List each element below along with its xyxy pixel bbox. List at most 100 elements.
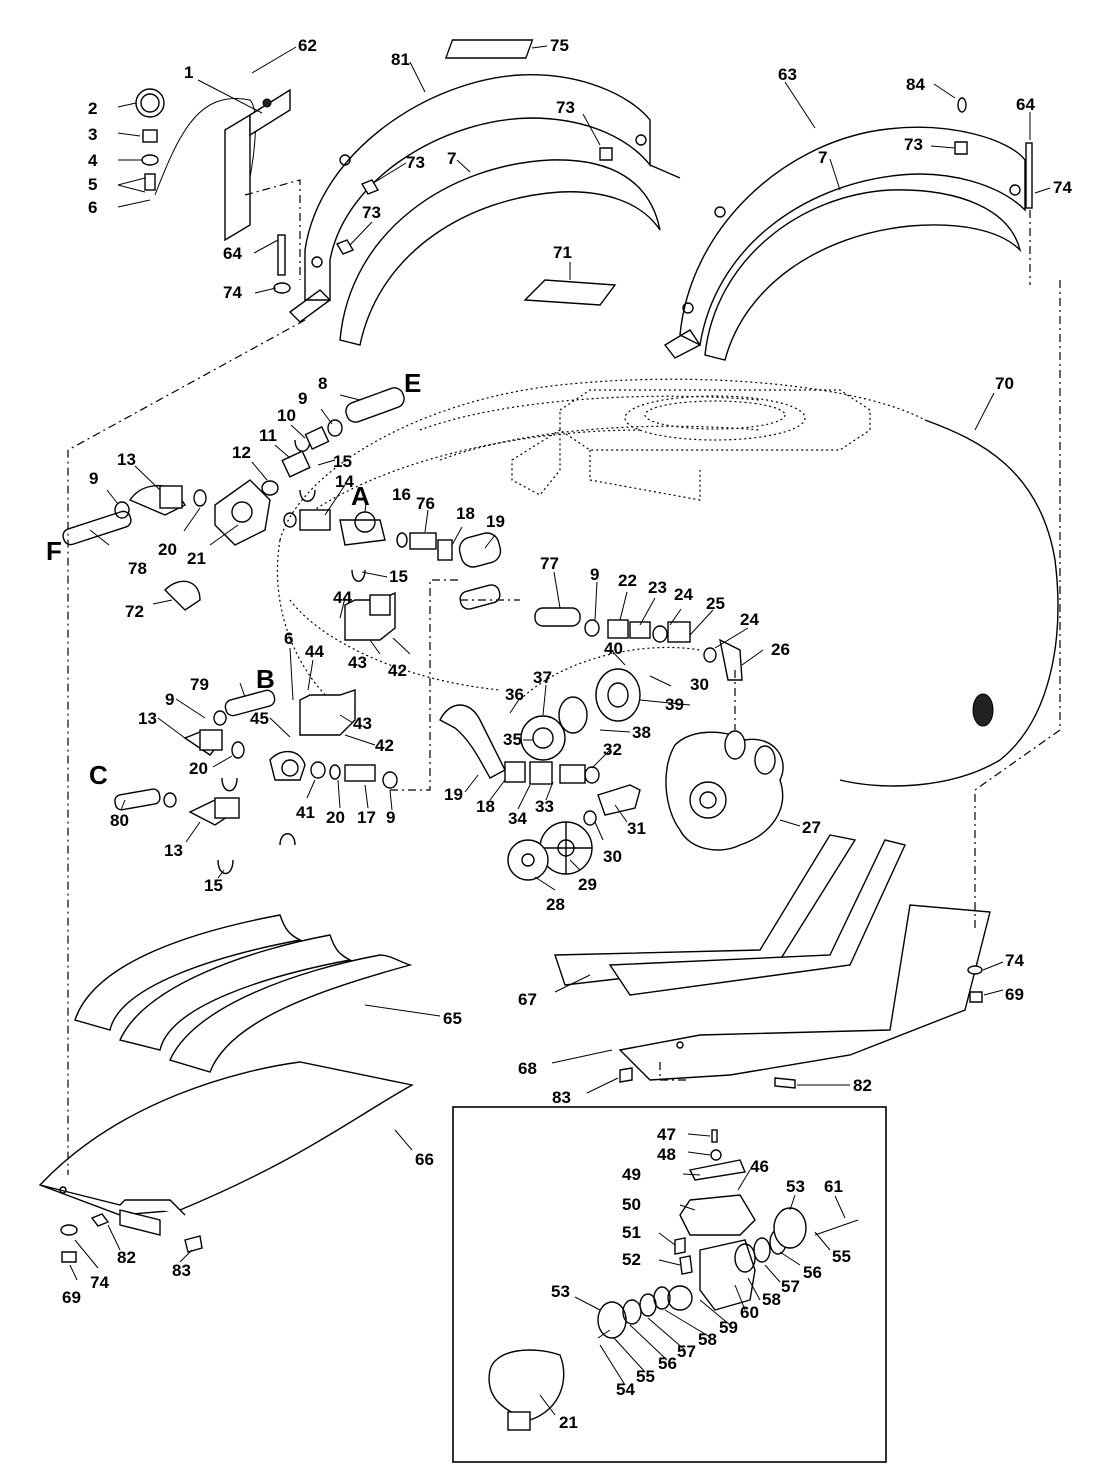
callout-33: 33 <box>535 797 554 816</box>
callout-67: 67 <box>518 990 537 1009</box>
callout-81: 81 <box>391 50 410 69</box>
callout-4: 4 <box>88 151 98 170</box>
callout-56: 56 <box>658 1354 677 1373</box>
tank-70 <box>276 378 1059 787</box>
callout-30: 30 <box>690 675 709 694</box>
callout-60: 60 <box>740 1303 759 1322</box>
callout-22: 22 <box>618 571 637 590</box>
callout-77: 77 <box>540 554 559 573</box>
callout-19: 19 <box>486 512 505 531</box>
callout-83: 83 <box>172 1261 191 1280</box>
callout-9: 9 <box>386 808 395 827</box>
callout-32: 32 <box>603 740 622 759</box>
callout-20: 20 <box>326 808 345 827</box>
callout-83: 83 <box>552 1088 571 1107</box>
callout-64: 64 <box>223 244 242 263</box>
callout-6: 6 <box>284 629 293 648</box>
callout-15: 15 <box>389 567 408 586</box>
callout-71: 71 <box>553 243 572 262</box>
callout-64: 64 <box>1016 95 1035 114</box>
callout-13: 13 <box>164 841 183 860</box>
fender-81 <box>288 74 681 323</box>
callout-20: 20 <box>158 540 177 559</box>
callout-2: 2 <box>88 99 97 118</box>
callout-44: 44 <box>305 642 324 661</box>
callout-3: 3 <box>88 125 97 144</box>
callout-16: 16 <box>392 485 411 504</box>
callout-48: 48 <box>657 1145 676 1164</box>
callout-47: 47 <box>657 1125 676 1144</box>
callout-80: 80 <box>110 811 129 830</box>
callout-78: 78 <box>128 559 147 578</box>
callout-73: 73 <box>556 98 575 117</box>
callout-39: 39 <box>665 695 684 714</box>
callout-5: 5 <box>88 175 97 194</box>
section-letter-A: A <box>351 481 370 511</box>
callout-37: 37 <box>533 668 552 687</box>
callout-46: 46 <box>750 1157 769 1176</box>
callout-31: 31 <box>627 819 646 838</box>
callout-69: 69 <box>62 1288 81 1307</box>
frame-68 <box>618 904 991 1081</box>
callout-70: 70 <box>995 374 1014 393</box>
callout-57: 57 <box>781 1277 800 1296</box>
callout-10: 10 <box>277 406 296 425</box>
callout-17: 17 <box>357 808 376 827</box>
callout-9: 9 <box>590 565 599 584</box>
plumbing-lower <box>114 668 784 881</box>
callout-19: 19 <box>444 785 463 804</box>
fender-63 <box>663 126 1026 359</box>
callout-7: 7 <box>818 148 827 167</box>
fender-7-left <box>339 159 661 346</box>
callout-43: 43 <box>348 653 367 672</box>
callout-44: 44 <box>333 588 352 607</box>
callout-15: 15 <box>333 452 352 471</box>
callout-9: 9 <box>165 690 174 709</box>
callout-41: 41 <box>296 803 315 822</box>
callout-24: 24 <box>674 585 693 604</box>
callout-74: 74 <box>223 283 242 302</box>
callout-74: 74 <box>1053 178 1072 197</box>
crossmember-67 <box>554 834 906 996</box>
callout-82: 82 <box>853 1076 872 1095</box>
callout-21: 21 <box>559 1413 578 1432</box>
callout-73: 73 <box>904 135 923 154</box>
callout-11: 11 <box>259 426 277 445</box>
callout-50: 50 <box>622 1195 641 1214</box>
callout-49: 49 <box>622 1165 641 1184</box>
callout-76: 76 <box>416 494 435 513</box>
callout-66: 66 <box>415 1150 434 1169</box>
callout-28: 28 <box>546 895 565 914</box>
callout-13: 13 <box>138 709 157 728</box>
callout-58: 58 <box>762 1290 781 1309</box>
callout-6: 6 <box>88 198 97 217</box>
callout-20: 20 <box>189 759 208 778</box>
fasteners <box>60 141 1033 1263</box>
callout-14: 14 <box>335 472 354 491</box>
callout-labels: 62 1 81 75 63 84 64 2 73 73 3 7 7 73 74 … <box>46 36 1072 1432</box>
callout-65: 65 <box>443 1009 462 1028</box>
callout-57: 57 <box>677 1342 696 1361</box>
callout-59: 59 <box>719 1318 738 1337</box>
callout-38: 38 <box>632 723 651 742</box>
callout-34: 34 <box>508 809 527 828</box>
callout-29: 29 <box>578 875 597 894</box>
callout-24: 24 <box>740 610 759 629</box>
decal-75 <box>444 39 534 59</box>
callout-21: 21 <box>187 549 206 568</box>
spacers-65 <box>74 914 413 1073</box>
section-letter-F: F <box>46 536 62 566</box>
callout-26: 26 <box>771 640 790 659</box>
fender-7-right <box>704 189 1022 361</box>
callout-18: 18 <box>476 797 495 816</box>
callout-13: 13 <box>117 450 136 469</box>
callout-51: 51 <box>622 1223 641 1242</box>
callout-68: 68 <box>518 1059 537 1078</box>
cradle-66 <box>38 1061 414 1236</box>
callout-12: 12 <box>232 443 251 462</box>
callout-8: 8 <box>318 374 327 393</box>
callout-75: 75 <box>550 36 569 55</box>
section-letter-C: C <box>89 760 108 790</box>
